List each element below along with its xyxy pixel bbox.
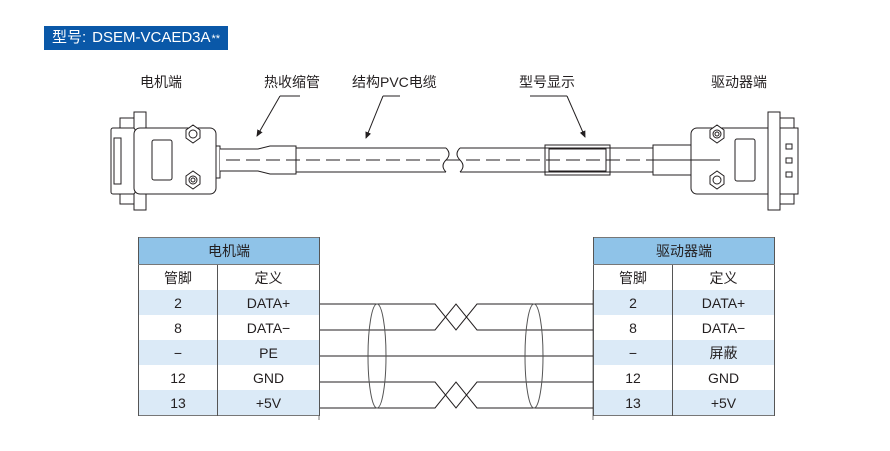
leader-heat-shrink	[256, 95, 300, 137]
table-row: 2 DATA+	[138, 290, 320, 315]
model-display-sleeve	[544, 144, 611, 176]
definition-cell: PE	[217, 340, 320, 365]
pin-cell: 8	[138, 315, 218, 340]
column-header-definition: 定义	[672, 264, 775, 290]
label-motor-end: 电机端	[140, 74, 182, 90]
definition-cell: DATA+	[217, 290, 320, 315]
leader-model-display	[530, 95, 586, 138]
label-drive-end: 驱动器端	[711, 74, 767, 90]
table-row: 12 GND	[593, 365, 775, 390]
label-model-display: 型号显示	[519, 74, 575, 90]
column-header-pin: 管脚	[593, 264, 673, 290]
definition-cell: 屏蔽	[672, 340, 775, 365]
model-suffix: **	[211, 33, 221, 45]
definition-cell: +5V	[217, 390, 320, 416]
model-number: DSEM-VCAED3A	[92, 29, 211, 46]
drive-table-title: 驱动器端	[593, 237, 775, 265]
table-row: − PE	[138, 340, 320, 365]
table-row: 12 GND	[138, 365, 320, 390]
pin-cell: 13	[138, 390, 218, 416]
table-row: 2 DATA+	[593, 290, 775, 315]
pin-cell: −	[138, 340, 218, 365]
model-title-bar: 型号: DSEM-VCAED3A **	[44, 26, 229, 50]
definition-cell: +5V	[672, 390, 775, 416]
definition-cell: GND	[672, 365, 775, 390]
wire-gnd	[319, 381, 593, 409]
pin-cell: 12	[593, 365, 673, 390]
definition-cell: DATA+	[672, 290, 775, 315]
label-pvc-cable: 结构PVC电缆	[352, 74, 437, 90]
motor-table-title: 电机端	[138, 237, 320, 265]
wire-data-plus	[319, 303, 593, 331]
wire-data-minus	[319, 303, 593, 331]
table-row: 8 DATA−	[138, 315, 320, 340]
label-heat-shrink: 热收缩管	[264, 74, 320, 90]
pin-cell: 12	[138, 365, 218, 390]
definition-cell: DATA−	[217, 315, 320, 340]
drive-connector	[660, 111, 799, 211]
shield-ellipse-left	[367, 303, 387, 409]
drive-pin-table: 驱动器端 管脚 定义 2 DATA+ 8 DATA− − 屏蔽 12 GND 1…	[593, 237, 775, 416]
pin-cell: 2	[593, 290, 673, 315]
table-row: 8 DATA−	[593, 315, 775, 340]
table-row: 13 +5V	[593, 390, 775, 416]
motor-pin-table: 电机端 管脚 定义 2 DATA+ 8 DATA− − PE 12 GND 13…	[138, 237, 320, 416]
leader-pvc-cable	[365, 95, 400, 139]
definition-cell: DATA−	[672, 315, 775, 340]
shield-ellipse-right	[524, 303, 544, 409]
pin-cell: 2	[138, 290, 218, 315]
wiring-diagram	[318, 290, 594, 420]
table-row: 13 +5V	[138, 390, 320, 416]
wire-5v	[319, 381, 593, 409]
table-row: − 屏蔽	[593, 340, 775, 365]
pin-cell: −	[593, 340, 673, 365]
column-header-pin: 管脚	[138, 264, 218, 290]
pin-cell: 8	[593, 315, 673, 340]
pin-cell: 13	[593, 390, 673, 416]
column-header-definition: 定义	[217, 264, 320, 290]
definition-cell: GND	[217, 365, 320, 390]
motor-connector	[110, 111, 221, 211]
model-prefix: 型号:	[52, 29, 87, 46]
